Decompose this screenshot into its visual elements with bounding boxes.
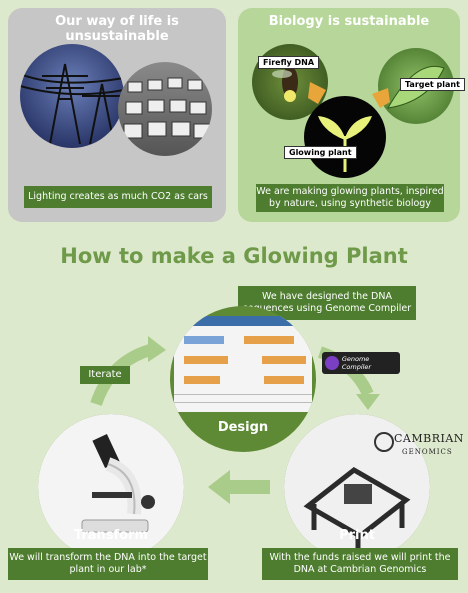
genome-compiler-logo: Genome Compiler — [322, 352, 400, 374]
unsustainable-title: Our way of life is unsustainable — [55, 14, 179, 44]
design-label: Design — [217, 420, 269, 435]
cambrian-logo-line2: GENOMICS — [402, 448, 453, 456]
pylon-icon — [20, 63, 124, 145]
power-lines-image — [20, 44, 124, 148]
traffic-jam-image — [118, 62, 212, 156]
cambrian-swirl-icon — [374, 432, 394, 452]
print-label: Print — [339, 528, 375, 543]
transform-circle — [38, 414, 184, 560]
printer-icon — [284, 414, 430, 560]
design-screenshot — [174, 316, 312, 412]
main-title: How to make a Glowing Plant — [60, 244, 408, 268]
sustainable-title: Biology is sustainable — [268, 14, 430, 29]
transform-caption: We will transform the DNA into the targe… — [8, 548, 208, 580]
print-circle — [284, 414, 430, 560]
print-caption: With the funds raised we will print the … — [262, 548, 458, 580]
transform-label: Transform — [73, 528, 149, 543]
genome-compiler-text: Genome Compiler — [341, 355, 372, 371]
unsustainable-caption: Lighting creates as much CO2 as cars — [24, 186, 212, 208]
sustainable-caption: We are making glowing plants, inspired b… — [256, 184, 444, 212]
design-circle — [170, 306, 316, 452]
target-plant-tag: Target plant — [400, 78, 465, 91]
genome-compiler-icon — [325, 356, 339, 370]
cambrian-logo-line1: CAMBRIAN — [394, 432, 464, 445]
firefly-dna-tag: Firefly DNA — [258, 56, 320, 69]
firefly-icon — [272, 66, 298, 102]
merge-arrows — [308, 82, 390, 108]
glowing-plant-tag: Glowing plant — [284, 146, 357, 159]
design-top-caption: We have designed the DNA sequences using… — [238, 286, 416, 320]
cambrian-genomics-logo: CAMBRIAN GENOMICS — [374, 430, 464, 464]
iterate-label: Iterate — [80, 366, 130, 384]
glowing-plant-image — [304, 96, 386, 178]
microscope-icon — [38, 414, 184, 560]
